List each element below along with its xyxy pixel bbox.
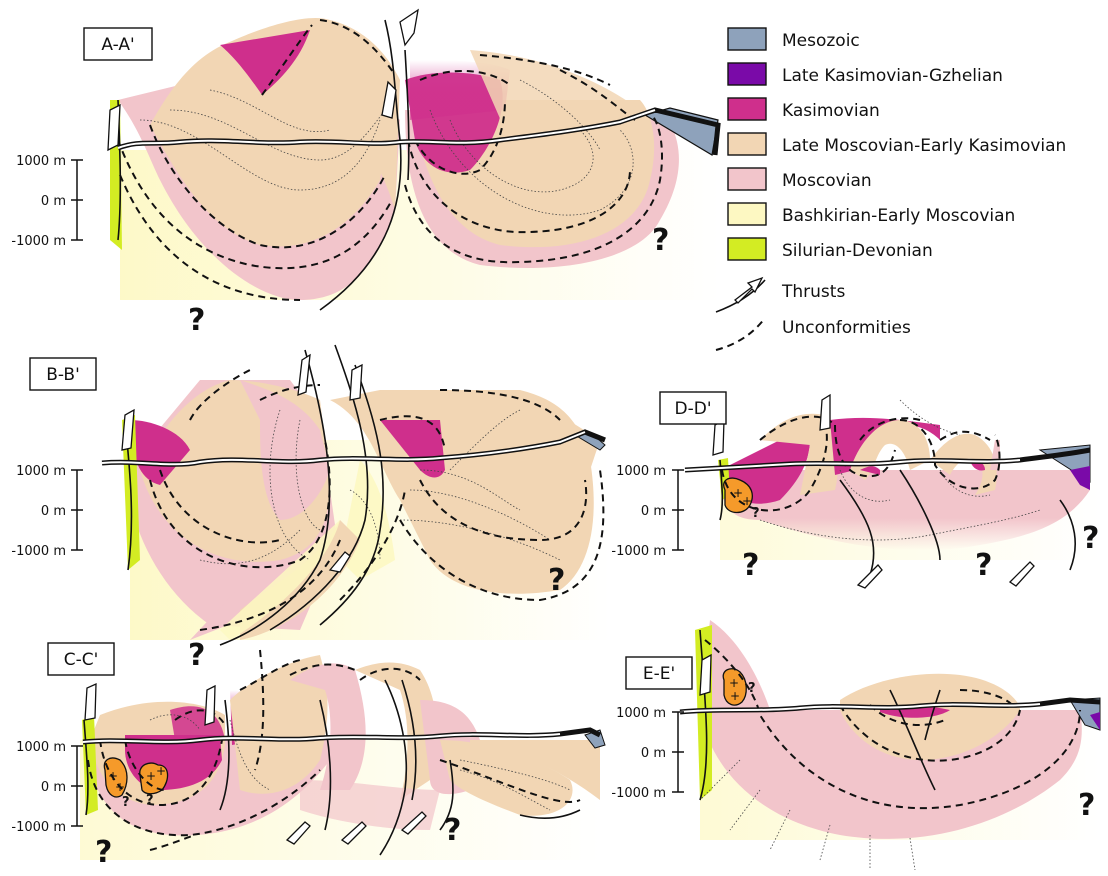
scale-c-bottom: -1000 m [11,820,66,835]
scale-c-mid: 0 m [41,780,66,795]
unknown-mark-b2: ? [188,638,205,673]
scale-d-bottom: -1000 m [611,544,666,559]
depth-scale-a: 1000 m 0 m -1000 m [11,154,83,249]
unknown-mark-c-small1: ? [122,795,130,810]
section-label-e: E-E' [626,657,692,689]
unknown-mark-b1: ? [548,563,565,598]
legend-item-unconformities: Unconformities [716,318,911,350]
scale-a-top: 1000 m [16,154,66,169]
svg-text:Moscovian: Moscovian [782,171,872,191]
section-label-e-text: E-E' [643,664,675,684]
legend-item-kasimovian: Kasimovian [728,98,880,121]
unknown-mark-d1: ? [742,548,759,583]
granite-mark-d2: + [742,494,752,508]
section-label-d-text: D-D' [675,399,712,419]
section-label-d: D-D' [660,392,726,424]
depth-scale-b: 1000 m 0 m -1000 m [11,464,83,559]
legend-item-bashkirian-early-moscovian: Bashkirian-Early Moscovian [728,203,1015,226]
legend-item-silurian-devonian: Silurian-Devonian [728,238,933,261]
legend-item-mesozoic: Mesozoic [728,28,860,51]
section-label-b-text: B-B' [46,365,80,385]
section-label-b: B-B' [30,358,96,390]
unknown-mark-c1: ? [95,835,112,870]
scale-a-bottom: -1000 m [11,234,66,249]
depth-scale-c: 1000 m 0 m -1000 m [11,740,83,835]
scale-e-top: 1000 m [616,706,666,721]
legend-item-late-kasimovian-gzhelian: Late Kasimovian-Gzhelian [728,63,1003,86]
section-label-c-text: C-C' [64,650,99,670]
section-d: + + ? ? ? ? D-D' [611,392,1100,588]
svg-text:Unconformities: Unconformities [782,318,911,338]
scale-b-top: 1000 m [16,464,66,479]
legend-item-thrusts: Thrusts [716,278,845,312]
section-label-a-text: A-A' [101,35,134,55]
legend: Mesozoic Late Kasimovian-Gzhelian Kasimo… [716,28,1066,350]
unknown-mark-d3: ? [1082,521,1099,556]
section-b: ? ? B-B' 1000 m 0 m -1000 m [11,345,610,673]
section-label-c: C-C' [48,643,114,675]
section-c: + + + + ? ? [11,643,605,870]
svg-text:Bashkirian-Early Moscovian: Bashkirian-Early Moscovian [782,206,1015,226]
granite-mark-c4: + [156,764,166,778]
svg-text:Mesozoic: Mesozoic [782,31,860,51]
svg-text:Late Moscovian-Early Kasimovia: Late Moscovian-Early Kasimovian [782,136,1066,156]
section-label-a: A-A' [84,28,152,60]
unknown-mark-a2: ? [652,223,669,258]
depth-scale-d: 1000 m 0 m -1000 m [611,464,684,559]
granite-mark-e1: + [729,676,739,690]
legend-item-moscovian: Moscovian [728,168,872,191]
unconformity-symbol-icon [716,318,765,350]
granite-mark-e2: + [730,689,740,703]
scale-d-top: 1000 m [616,464,666,479]
unknown-mark-c2: ? [444,813,461,848]
scale-c-top: 1000 m [16,740,66,755]
legend-item-late-moscovian-early-kasimovian: Late Moscovian-Early Kasimovian [728,133,1066,156]
scale-b-mid: 0 m [41,504,66,519]
unknown-mark-d2: ? [975,548,992,583]
unknown-mark-e1: ? [1078,788,1095,823]
section-e: + + ? ? E-E' 1000 m [611,620,1100,870]
svg-text:Late Kasimovian-Gzhelian: Late Kasimovian-Gzhelian [782,66,1003,86]
scale-e-mid: 0 m [641,746,666,761]
svg-text:Kasimovian: Kasimovian [782,101,880,121]
scale-e-bottom: -1000 m [611,786,666,801]
scale-a-mid: 0 m [41,194,66,209]
section-a: ? ? A-A' 1000 m 0 m -1000 m [11,10,720,338]
svg-text:Thrusts: Thrusts [781,282,845,302]
scale-d-mid: 0 m [641,504,666,519]
unknown-mark-a1: ? [188,303,205,338]
unknown-mark-c-small2: ? [146,793,154,808]
depth-scale-e: 1000 m 0 m -1000 m [611,706,684,801]
scale-b-bottom: -1000 m [11,544,66,559]
svg-text:Silurian-Devonian: Silurian-Devonian [782,241,933,261]
granite-mark-c3: + [146,769,156,783]
